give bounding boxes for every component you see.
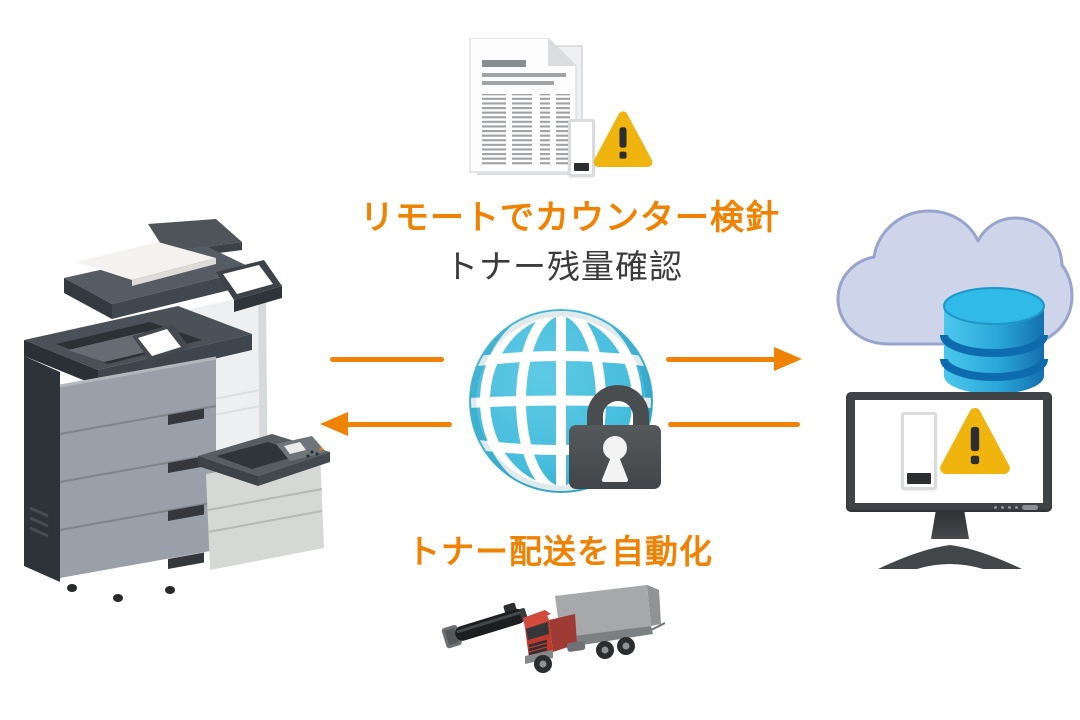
desktop-printer-icon [198,434,330,570]
toner-level-bar [907,473,931,484]
toner-gauge-icon [568,119,595,177]
arrow-right-line-left-segment [330,357,444,362]
monitor-stand-neck [931,512,969,539]
counter-report-document-icon [469,38,583,175]
counter-reading-label: リモートでカウンター検針 [360,199,780,237]
mfp-printer-group [24,219,330,602]
arrow-right-line-right-segment [666,357,776,362]
toner-cartridge-icon [441,602,528,649]
delivery-truck-icon [523,585,665,673]
database-icon [940,287,1048,394]
monitor-stand-base [878,545,1022,569]
arrow-left-line-right-segment [668,422,800,427]
monitor-buttons [994,505,1038,510]
monitor-screen [855,400,1043,503]
padlock-icon [569,385,661,489]
warning-triangle-icon [940,408,1010,474]
delivery-group [420,580,700,680]
toner-level-bar [574,163,589,171]
toner-delivery-label: トナー配送を自動化 [407,533,713,570]
monitor-frame [846,392,1052,512]
toner-gauge-icon [901,412,937,490]
arrow-left-icon [320,412,348,436]
warning-triangle-icon [593,111,653,167]
arrow-right-icon [774,347,802,371]
monitor-icon [846,392,1054,576]
arrow-left-line-left-segment [346,422,452,427]
toner-level-label: トナー残量確認 [445,248,683,285]
cloud-server-group [820,190,1080,580]
report-alert-group [0,0,1080,190]
mfp-printer-front-icon [24,306,252,602]
